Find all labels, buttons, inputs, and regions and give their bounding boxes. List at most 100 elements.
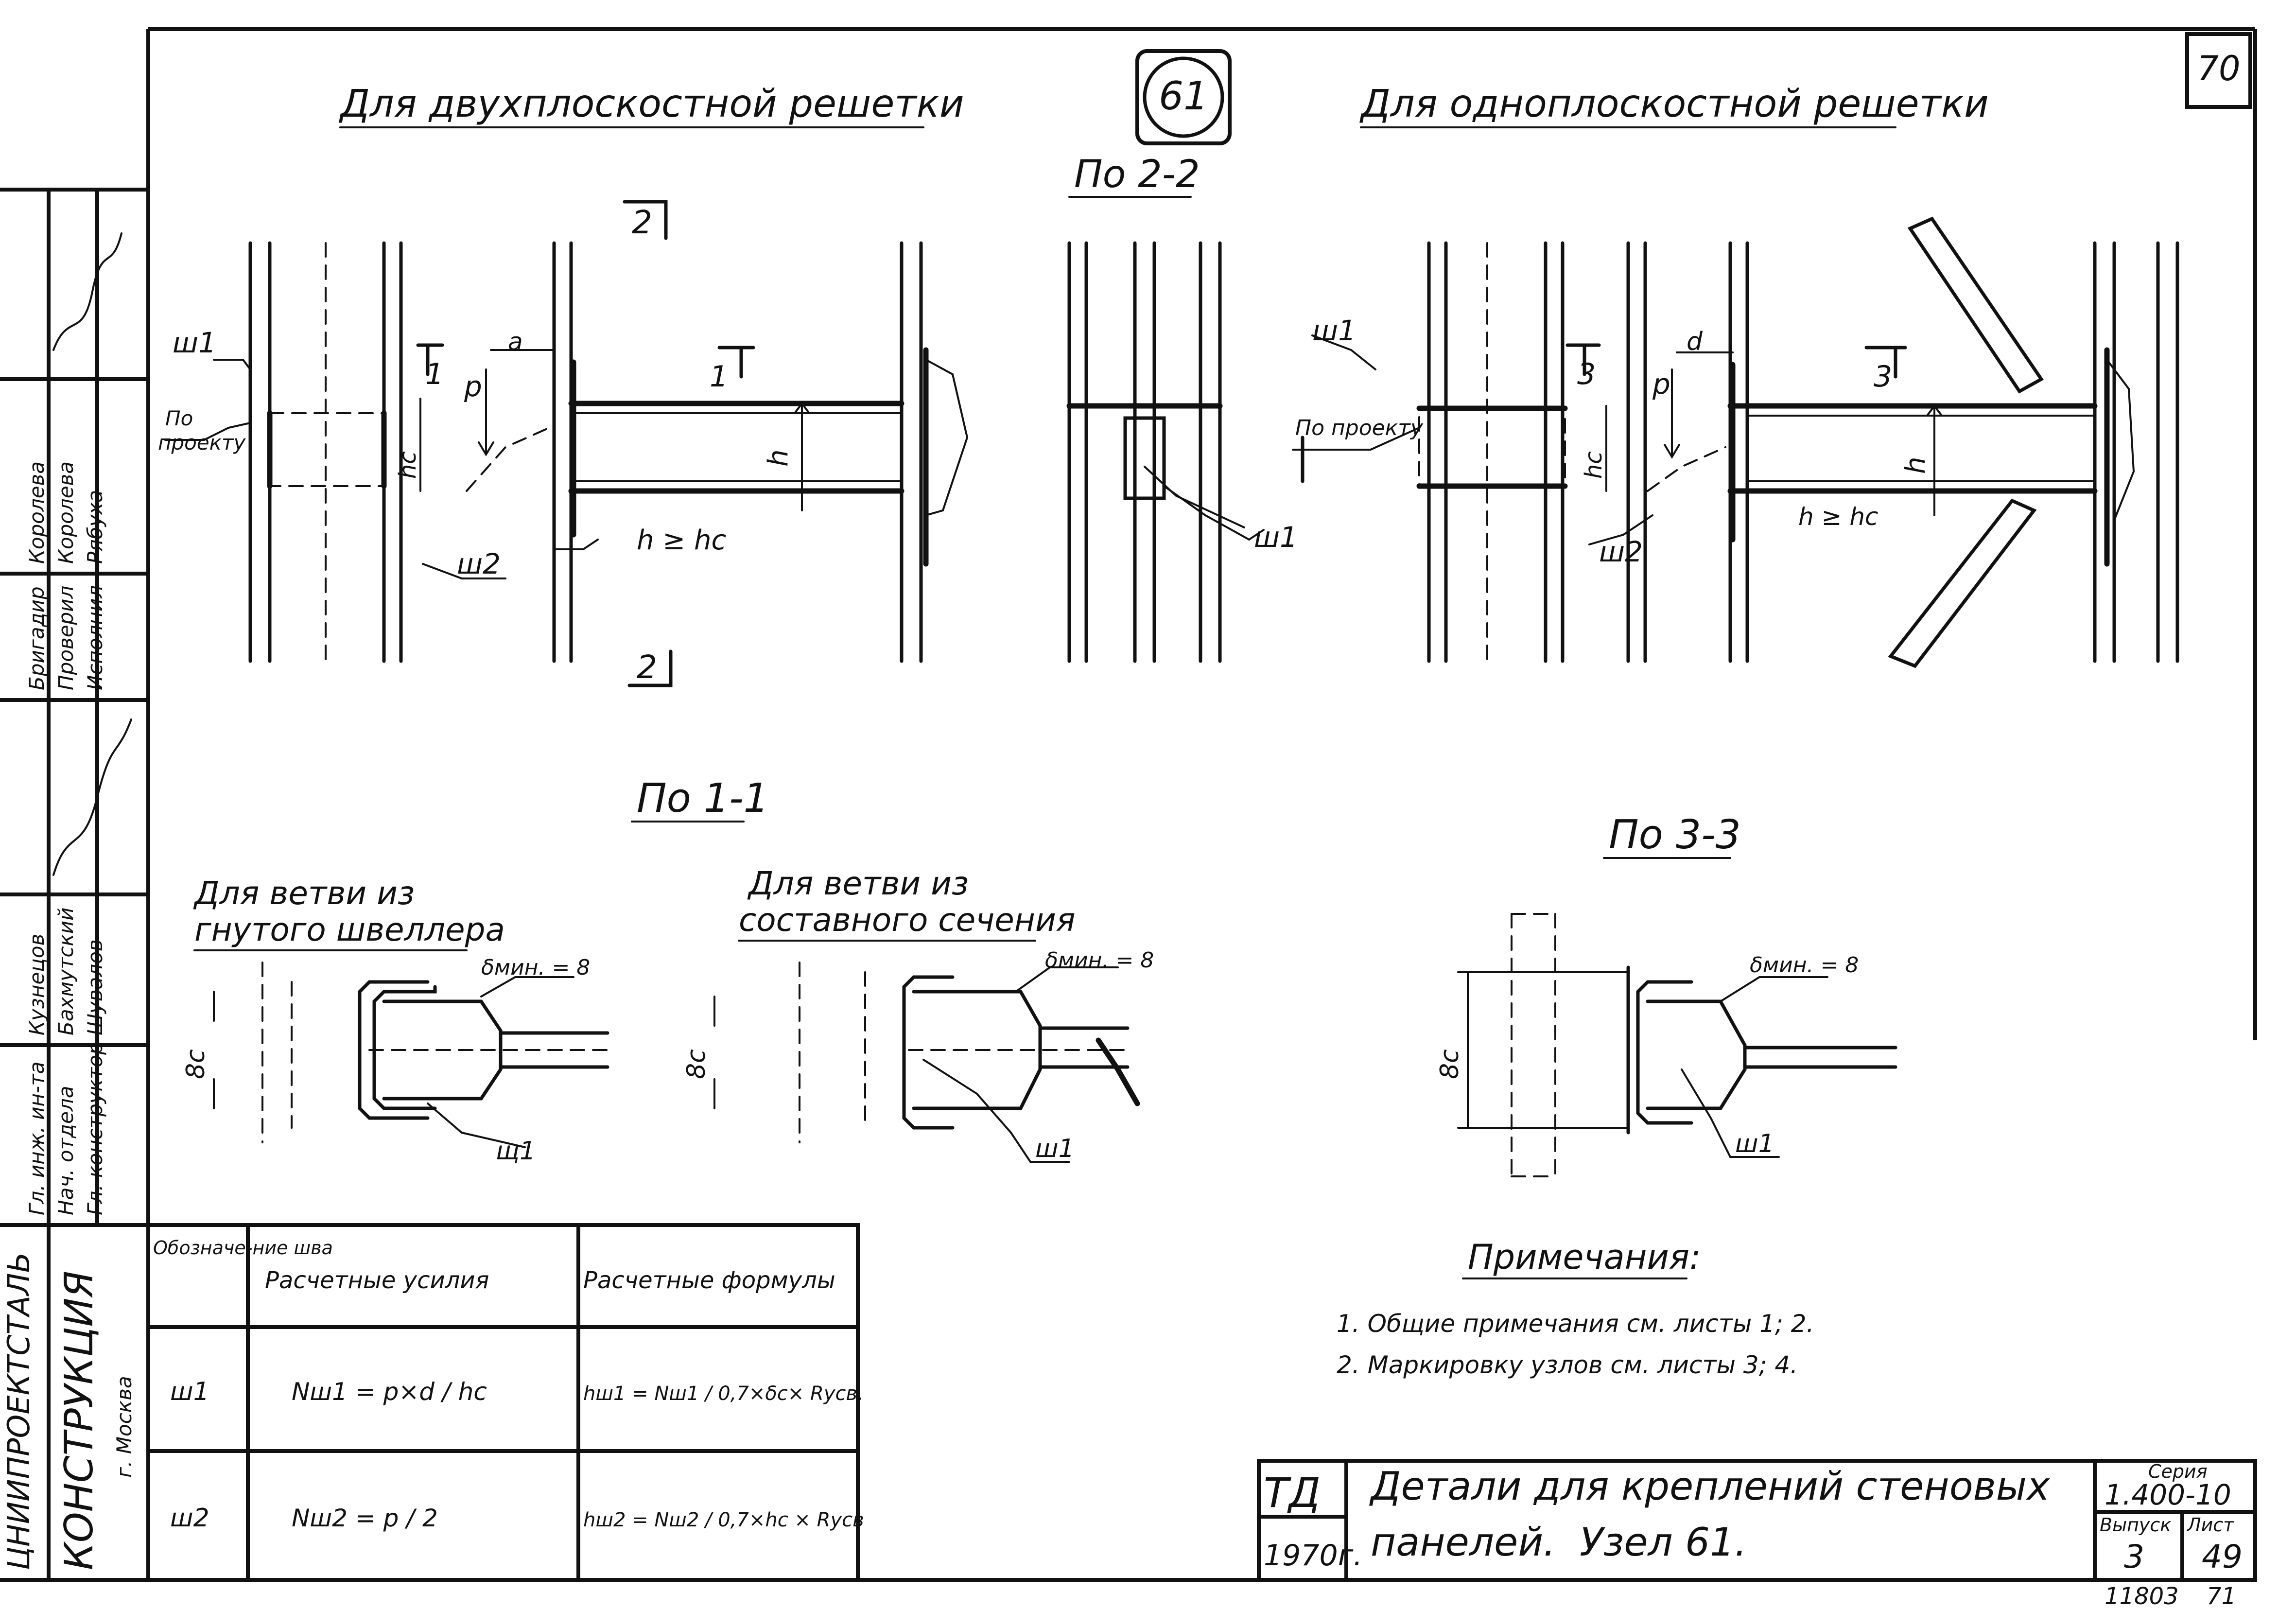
title-year: 1970г. <box>1264 1539 1362 1573</box>
label-d: d <box>1687 327 1703 356</box>
sheet-label: Лист <box>2186 1514 2235 1536</box>
stamp-name-4: Королева <box>25 461 49 564</box>
bottom-code-1: 11803 <box>2105 1583 2179 1608</box>
heading-section-1-1: По 1-1 <box>637 775 769 822</box>
notes-title: Примечания: <box>1468 1237 1701 1277</box>
stamp-city: г. Москва <box>112 1376 136 1478</box>
stamp-role-5: Проверил <box>54 586 78 690</box>
stamp-name-1: Кузнецов <box>25 934 49 1035</box>
label-hc: hc <box>394 451 421 479</box>
label-po-proektu-1: По <box>165 406 193 430</box>
bottom-code-2: 71 <box>2207 1583 2236 1608</box>
cut-mark-2-top: 2 <box>632 204 652 241</box>
weld-table-header-2: Расчетные усилия <box>265 1267 489 1294</box>
label-w1: ш1 <box>173 326 216 359</box>
label-w2-single: ш2 <box>1599 535 1643 568</box>
series-label: Серия <box>2148 1461 2208 1482</box>
label-delta-min-1: δмин. = 8 <box>481 955 590 980</box>
label-bc-3: 8с <box>1435 1049 1464 1079</box>
heading-single-plane: Для одноплоскостной решетки <box>1359 82 1989 126</box>
notes-item-2: 2. Маркировку узлов см. листы 3; 4. <box>1337 1351 1798 1379</box>
diagram-single-plane-beam-node <box>1565 216 2179 668</box>
diagram-section-1-1-composite <box>713 962 1140 1163</box>
notes-item-1: 1. Общие примечания см. листы 1; 2. <box>1337 1310 1814 1338</box>
weld-table-row1-force: Nш1 = p×d / hc <box>292 1378 487 1406</box>
stamp-name-2: Бахмутский <box>54 908 78 1035</box>
weld-table-row2-weld: ш2 <box>170 1504 209 1533</box>
sheet-value: 49 <box>2202 1538 2243 1575</box>
node-badge <box>1135 49 1232 145</box>
label-w2: ш2 <box>457 547 501 580</box>
title-td: ТД <box>1264 1469 1321 1517</box>
page-number: 70 <box>2197 49 2240 88</box>
label-a: а <box>508 328 523 356</box>
issue-label: Выпуск <box>2100 1514 2171 1536</box>
diagram-double-plane-left-column <box>164 241 506 663</box>
heading-branch-composite-2: составного сечения <box>739 901 1076 939</box>
label-h-single: h <box>1900 457 1931 474</box>
left-stamp-frame <box>0 190 148 1580</box>
stamp-name-6: Рябуха <box>83 490 107 564</box>
weld-table-row1-formula: hш1 = Nш1 / 0,7×δc× Ryсв. <box>583 1382 864 1405</box>
weld-table-row1-weld: ш1 <box>170 1377 209 1406</box>
label-po-proektu-2: проекту <box>158 431 246 455</box>
label-hc-single: hc <box>1580 451 1607 479</box>
diagram-section-2-2 <box>1066 241 1265 663</box>
stamp-org-top: ЦНИИПРОЕКТСТАЛЬ <box>1 1252 36 1570</box>
title-line-2: панелей. <box>1371 1520 1556 1565</box>
sheet-frame <box>0 27 2257 1582</box>
diagram-single-plane-left-column <box>1292 241 1568 663</box>
node-badge-number: 61 <box>1159 73 1208 119</box>
title-node: Узел 61. <box>1580 1520 1747 1565</box>
stamp-role-3: Гл. конструктор <box>83 1042 107 1215</box>
cut-mark-1-right: 1 <box>710 360 728 394</box>
stamp-name-5: Королева <box>54 461 78 564</box>
label-po-proektu-inline: По проекту <box>1295 416 1424 440</box>
label-w1-composite: ш1 <box>1035 1134 1075 1163</box>
label-w1-section-3-3: ш1 <box>1735 1129 1774 1158</box>
label-w1-side: ш1 <box>1254 521 1298 554</box>
stamp-role-4: Бригадир <box>25 586 49 690</box>
label-h: h <box>763 450 794 467</box>
diagram-section-3-3 <box>1457 913 1897 1177</box>
cut-mark-2-bottom: 2 <box>637 648 657 686</box>
diagram-double-plane-beam-node <box>416 200 969 687</box>
weld-table-row2-force: Nш2 = p / 2 <box>292 1504 438 1532</box>
signature-scribble-2 <box>52 718 132 876</box>
heading-branch-bent-2: гнутого швеллера <box>194 911 505 948</box>
title-line-1: Детали для креплений стеновых <box>1369 1464 2051 1509</box>
heading-section-3-3: По 3-3 <box>1609 812 1741 858</box>
heading-branch-bent-1: Для ветви из <box>193 875 415 912</box>
heading-double-plane: Для двухплоскостной решетки <box>339 82 964 126</box>
issue-value: 3 <box>2124 1538 2144 1575</box>
label-h-ge-hc-single: h ≥ hc <box>1798 503 1879 531</box>
title-block-frame <box>1257 1459 2257 1582</box>
cut-mark-3-right: 3 <box>1874 360 1892 394</box>
heading-branch-composite-1: Для ветви из <box>747 865 969 902</box>
weld-table-frame <box>146 1223 860 1582</box>
stamp-org-bottom: КОНСТРУКЦИЯ <box>56 1271 102 1570</box>
stamp-role-2: Нач. отдела <box>54 1086 78 1215</box>
stamp-name-3: Шувалов <box>83 939 107 1035</box>
label-h-ge-hc: h ≥ hc <box>637 525 727 556</box>
stamp-role-1: Гл. инж. ин-та <box>25 1062 49 1215</box>
label-w1-single: ш1 <box>1312 314 1356 347</box>
label-delta-min-3: δмин. = 8 <box>1750 953 1859 978</box>
label-bc-2: 8с <box>682 1049 711 1079</box>
cut-mark-1-left: 1 <box>425 357 444 391</box>
weld-table-row2-formula: hш2 = Nш2 / 0,7×hc × Ryсв <box>583 1509 864 1531</box>
label-w1-alt: щ1 <box>496 1137 536 1166</box>
stamp-role-6: Исполнил <box>83 585 107 690</box>
diagram-section-1-1-bent-channel <box>213 962 613 1148</box>
signature-scribble-1 <box>52 232 122 351</box>
weld-table-header-1: Обозначе-ние шва <box>153 1237 333 1259</box>
series-value: 1.400-10 <box>2105 1478 2231 1511</box>
label-delta-min-2: δмин. = 8 <box>1045 948 1154 973</box>
heading-section-2-2: По 2-2 <box>1074 153 1200 196</box>
label-bc-1: 8с <box>181 1049 210 1079</box>
cut-mark-3-left: 3 <box>1577 357 1596 391</box>
left-stamp-names: Гл. инж. ин-та Нач. отдела Гл. конструкт… <box>1 232 136 1570</box>
label-p: р <box>464 370 482 403</box>
